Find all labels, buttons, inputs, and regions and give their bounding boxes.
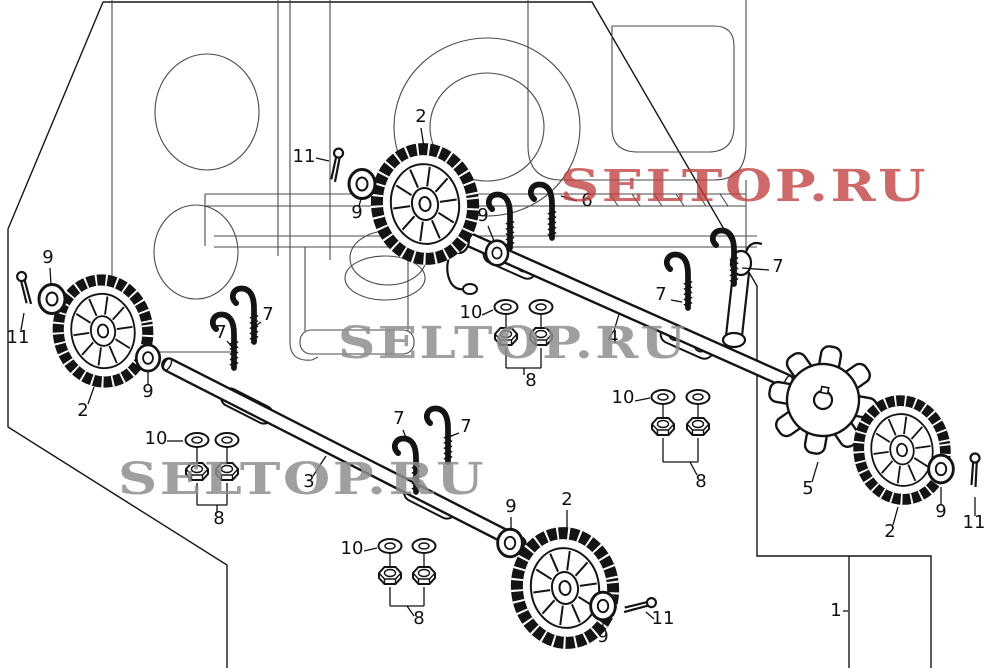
part-label-10: 10 — [612, 387, 635, 408]
part-label-8: 8 — [213, 508, 224, 529]
part-label-10: 10 — [460, 302, 483, 323]
part-label-9: 9 — [935, 501, 946, 522]
axle-washer — [484, 239, 510, 267]
hex-nut — [378, 566, 402, 585]
part-label-2: 2 — [561, 489, 572, 510]
flat-washer — [493, 299, 519, 315]
leader-line — [487, 225, 495, 242]
part-label-11: 11 — [652, 608, 675, 629]
part-label-11: 11 — [963, 512, 986, 533]
flat-washer — [650, 389, 676, 405]
hex-nut — [651, 417, 675, 436]
hook-bolt-item6 — [531, 184, 556, 238]
leader-line — [481, 309, 494, 316]
leader-line — [811, 461, 819, 483]
flat-washer — [411, 538, 437, 554]
axle-washer — [134, 343, 162, 373]
fastener-stack — [650, 389, 711, 436]
part-label-9: 9 — [142, 381, 153, 402]
leader-line — [560, 195, 578, 202]
leader-line — [613, 313, 620, 332]
hex-nut — [412, 566, 436, 585]
part-label-9: 9 — [351, 202, 362, 223]
leader-line — [363, 547, 378, 552]
parts-layer — [14, 143, 981, 649]
fastener-stack — [493, 299, 554, 346]
diagram-boundary — [7, 1, 932, 668]
part-label-8: 8 — [525, 370, 536, 391]
part-label-7: 7 — [655, 284, 666, 305]
axle-washer — [347, 168, 377, 200]
watermarks: SELTOP.RU SELTOP.RU SELTOP.RU — [118, 161, 928, 505]
part-label-7: 7 — [460, 416, 471, 437]
leader-line — [358, 198, 362, 207]
leader-line — [741, 267, 770, 271]
leader-line — [315, 157, 330, 162]
cotter-pin — [969, 452, 981, 489]
flat-washer — [528, 299, 554, 315]
leader-line — [20, 312, 25, 331]
part-label-4: 4 — [607, 327, 618, 348]
part-label-9: 9 — [42, 247, 53, 268]
leader-line — [645, 611, 655, 620]
part-label-9: 9 — [477, 205, 488, 226]
hex-nut — [686, 417, 710, 436]
leader-line — [892, 506, 899, 526]
leader-line — [634, 397, 651, 402]
part-label-10: 10 — [145, 428, 168, 449]
part-label-6: 6 — [581, 190, 592, 211]
fastener-stack — [377, 538, 437, 585]
flat-washer — [377, 538, 403, 554]
part-label-9: 9 — [597, 626, 608, 647]
leader-line — [689, 461, 698, 476]
hook-bolt — [713, 230, 738, 284]
part-label-1: 1 — [830, 600, 841, 621]
leader-line — [226, 340, 233, 348]
part-label-3: 3 — [303, 471, 314, 492]
flat-washer — [685, 389, 711, 405]
leader-line — [670, 299, 683, 303]
flat-washer — [184, 432, 210, 448]
axle-washer — [589, 590, 617, 622]
part-label-8: 8 — [695, 471, 706, 492]
leader-line — [253, 321, 262, 328]
hook-bolt — [489, 194, 514, 248]
leader-line — [450, 432, 460, 437]
flat-washer — [214, 432, 240, 448]
part-label-10: 10 — [341, 538, 364, 559]
watermark-text: SELTOP.RU — [560, 161, 928, 212]
part-label-2: 2 — [77, 400, 88, 421]
leader-line — [402, 429, 408, 441]
leader-line — [49, 267, 52, 286]
part-label-2: 2 — [415, 106, 426, 127]
wheel-item2 — [852, 395, 951, 505]
leader-line — [406, 605, 415, 617]
cotter-pin — [328, 146, 345, 184]
part-label-11: 11 — [293, 146, 316, 167]
watermark-text: SELTOP.RU — [118, 454, 486, 505]
hook-bolt — [667, 254, 692, 308]
part-label-2: 2 — [884, 521, 895, 542]
part-label-11: 11 — [7, 327, 30, 348]
leader-line — [312, 455, 327, 477]
part-label-5: 5 — [802, 478, 813, 499]
axle-washer — [496, 527, 524, 559]
axle-washer — [37, 283, 67, 315]
part-label-7: 7 — [393, 408, 404, 429]
part-label-9: 9 — [505, 496, 516, 517]
watermark-text: SELTOP.RU — [338, 318, 688, 369]
part-label-7: 7 — [215, 322, 226, 343]
axle-washer — [927, 453, 955, 485]
fastener-stack — [184, 432, 240, 481]
part-label-7: 7 — [772, 256, 783, 277]
cotter-pin — [14, 269, 36, 307]
wheel-item2 — [52, 274, 155, 388]
leader-line — [87, 386, 95, 405]
leader-line — [420, 127, 425, 148]
part-label-7: 7 — [262, 304, 273, 325]
part-label-8: 8 — [413, 608, 424, 629]
latch-bracket — [721, 241, 763, 349]
